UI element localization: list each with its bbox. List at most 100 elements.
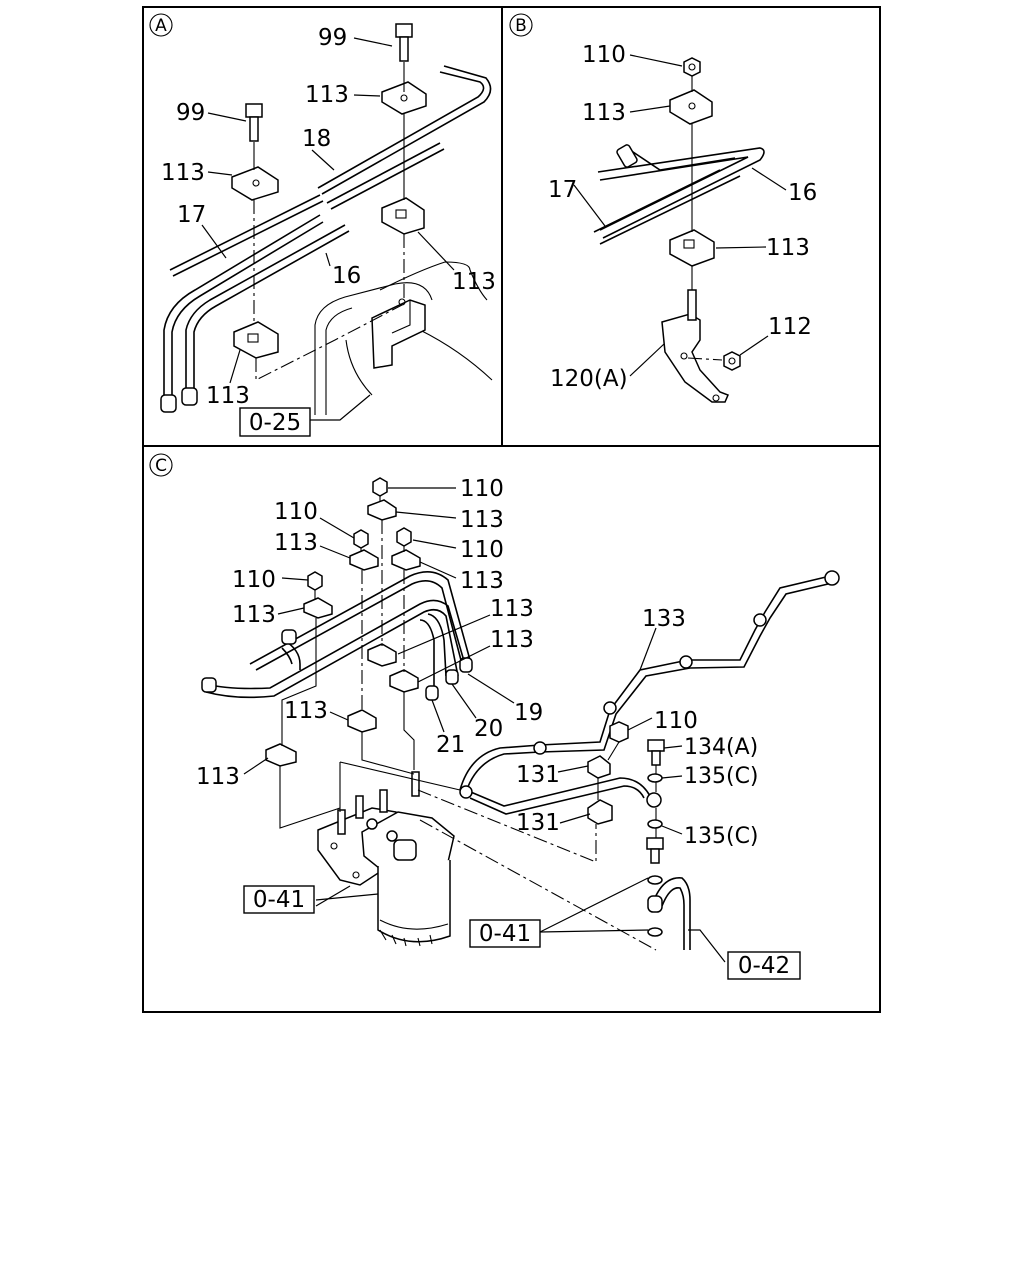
label-135c-b: 135(C) <box>684 824 759 849</box>
label-133: 133 <box>642 606 686 632</box>
clamp-113-c-h <box>265 743 297 767</box>
label-113-c-f: 113 <box>490 627 534 653</box>
clamp-113-c-a <box>367 499 397 521</box>
label-99-left: 99 <box>176 100 205 126</box>
panel-a-marker-circle <box>149 13 173 37</box>
label-113-c-g: 113 <box>284 698 328 724</box>
label-16-b: 16 <box>788 180 817 206</box>
ref-box-0-25-text: 0-25 <box>249 410 301 436</box>
washer-lower-a <box>647 875 663 885</box>
assembly-lines-c <box>279 496 657 951</box>
fuel-pipes-b <box>593 144 765 245</box>
clamp-113-right-a <box>381 197 425 235</box>
clamp-131-b <box>587 799 613 825</box>
nuts-110-c <box>307 477 629 743</box>
ref-box-0-41-left[interactable]: 0-41 <box>243 885 315 914</box>
panel-a-marker: A <box>155 16 167 36</box>
bracket-120a <box>661 289 729 403</box>
ref-box-0-41-mid[interactable]: 0-41 <box>469 919 541 948</box>
clamp-113-left-a <box>231 166 279 201</box>
ref-box-0-42[interactable]: 0-42 <box>727 951 801 980</box>
label-110-b: 110 <box>582 42 626 68</box>
nut-110-c-e <box>609 721 629 743</box>
nut-110-c-d <box>307 571 323 591</box>
panel-b: B <box>509 13 817 403</box>
fuel-filter <box>317 771 455 947</box>
assembly-lines-b <box>687 76 723 361</box>
leaders-b <box>573 54 787 377</box>
clamp-113-top-a <box>381 81 427 115</box>
label-112: 112 <box>768 314 812 340</box>
panel-c-marker-circle <box>149 453 173 477</box>
nut-110-b <box>683 57 701 77</box>
label-113-top-b: 113 <box>582 100 626 126</box>
panel-b-marker: B <box>515 16 527 36</box>
label-131-a: 131 <box>516 762 560 788</box>
label-16: 16 <box>332 263 361 289</box>
assembly-lines-a <box>253 62 405 381</box>
diagram-frame <box>142 6 881 1013</box>
bolt-lower-c <box>646 837 664 864</box>
nut-112 <box>723 351 741 371</box>
ref-box-0-42-text: 0-42 <box>738 953 790 979</box>
washer-135c-a <box>647 773 663 783</box>
label-110-c-c: 110 <box>460 537 504 563</box>
label-113-right: 113 <box>452 269 496 295</box>
label-18: 18 <box>302 126 331 152</box>
bolt-99-top <box>395 23 413 62</box>
washer-lower-b <box>647 927 663 937</box>
clamp-113-bottom-a <box>233 321 279 359</box>
label-131-b: 131 <box>516 810 560 836</box>
hose-0-42 <box>647 877 691 950</box>
label-99-top: 99 <box>318 25 347 51</box>
leaders-a <box>201 37 455 421</box>
nut-110-c-c <box>396 527 412 547</box>
label-113-c-c: 113 <box>460 568 504 594</box>
leaders-c <box>243 487 726 963</box>
nut-110-c-b <box>353 529 369 549</box>
clamp-113-c-b <box>349 549 379 571</box>
clamp-131-a <box>587 755 611 779</box>
label-110-c-d: 110 <box>232 567 276 593</box>
fuel-pipes-a <box>160 65 492 413</box>
label-21: 21 <box>436 732 465 758</box>
ref-box-0-25[interactable]: 0-25 <box>239 407 311 437</box>
panel-b-marker-circle <box>509 13 533 37</box>
panel-c-marker: C <box>155 456 167 476</box>
panel-a: A <box>149 13 496 437</box>
label-113-lower-b: 113 <box>766 235 810 261</box>
label-20: 20 <box>474 716 503 742</box>
label-113-c-b: 113 <box>274 530 318 556</box>
label-113-left: 113 <box>161 160 205 186</box>
label-120a: 120(A) <box>550 366 628 392</box>
injection-pipe-bundle <box>201 571 473 701</box>
nut-110-c-a <box>372 477 388 497</box>
bolt-99-left <box>245 103 263 142</box>
return-pipe-133 <box>459 570 840 815</box>
clamp-113-c-d <box>303 597 333 619</box>
label-113-c-h: 113 <box>196 764 240 790</box>
label-19: 19 <box>514 700 543 726</box>
clamp-113-c-f <box>389 669 419 693</box>
clamp-113-c-e <box>367 643 397 667</box>
clamp-113-top-b <box>669 89 713 125</box>
label-113-c-a: 113 <box>460 507 504 533</box>
washer-135c-b <box>647 819 663 829</box>
label-17: 17 <box>177 202 206 228</box>
label-134a: 134(A) <box>684 735 758 760</box>
label-17-b: 17 <box>548 177 577 203</box>
label-113-c-e: 113 <box>490 596 534 622</box>
clamps-c <box>265 499 613 825</box>
engine-outline-a <box>314 261 493 415</box>
label-113-top: 113 <box>305 82 349 108</box>
label-113-c-d: 113 <box>232 602 276 628</box>
ref-box-0-41-mid-text: 0-41 <box>479 921 531 947</box>
clamp-113-lower-b <box>669 229 715 267</box>
ref-box-0-41-left-text: 0-41 <box>253 887 305 913</box>
label-110-c-a: 110 <box>460 476 504 502</box>
label-110-c-b: 110 <box>274 499 318 525</box>
label-113-bottom: 113 <box>206 383 250 409</box>
label-110-c-e: 110 <box>654 708 698 734</box>
